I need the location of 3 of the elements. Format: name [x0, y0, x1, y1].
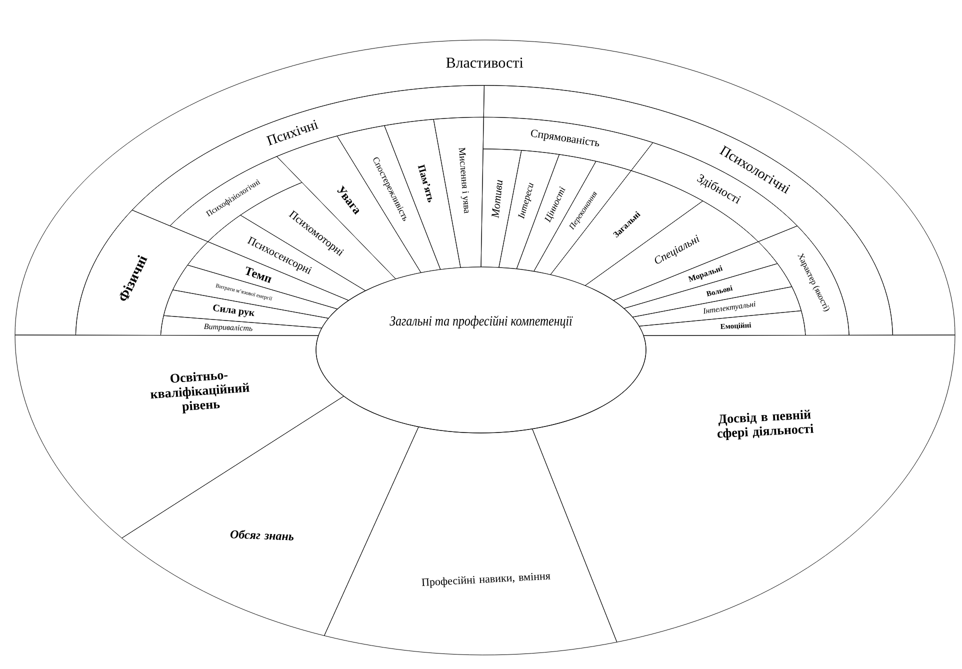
ring-segment: Професійні навики, вміння: [324, 426, 618, 656]
ring-segment: Мислення і уява: [433, 116, 484, 268]
ring-segment: Спрямованість: [482, 116, 654, 171]
